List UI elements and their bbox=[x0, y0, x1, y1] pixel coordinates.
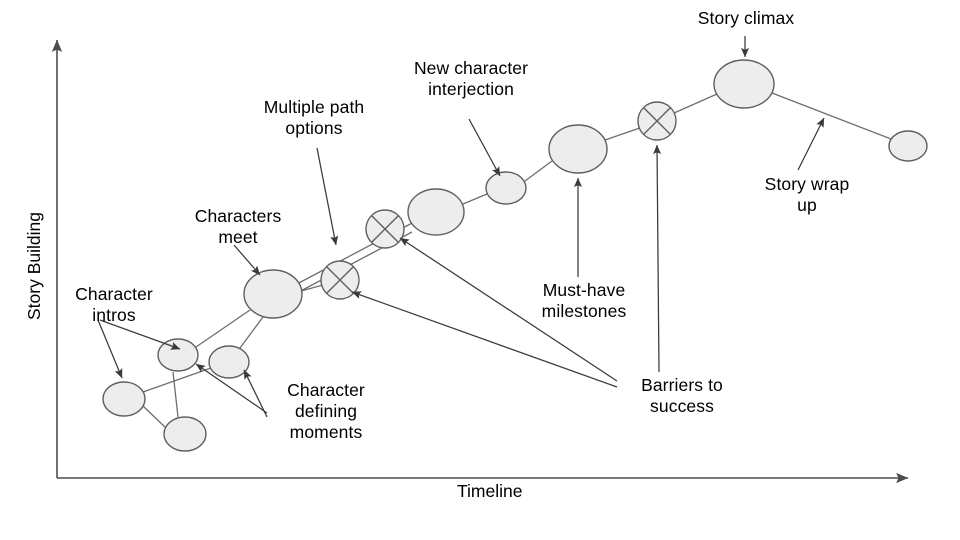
cross-icon bbox=[371, 215, 399, 243]
leader-barriers-to-success-low bbox=[351, 291, 618, 388]
label-characters-meet: Characters meet bbox=[194, 206, 282, 247]
edge-intro-a-to-intro-d bbox=[142, 405, 167, 429]
leader-character-defining-moments-1 bbox=[195, 363, 268, 414]
label-character-intros: Character intros bbox=[75, 284, 153, 325]
cross-icon bbox=[643, 107, 671, 135]
label-new-character-interjection: New character interjection bbox=[413, 58, 529, 99]
label-story-climax: Story climax bbox=[697, 8, 795, 28]
edge-climax-to-wrapup bbox=[771, 92, 892, 140]
node-intro-c[interactable] bbox=[208, 345, 250, 379]
node-intro-a[interactable] bbox=[102, 381, 146, 417]
node-intro-d[interactable] bbox=[163, 416, 207, 452]
edges-group bbox=[142, 92, 892, 429]
leader-barriers-to-success-top bbox=[653, 144, 662, 373]
node-barrier-mid[interactable] bbox=[365, 209, 405, 249]
label-story-wrap-up: Story wrap up bbox=[764, 174, 850, 215]
leader-story-wrap-up bbox=[797, 117, 825, 171]
node-barrier-low[interactable] bbox=[320, 260, 360, 300]
node-barrier-top[interactable] bbox=[637, 101, 677, 141]
edge-intro-c-to-meet-hub bbox=[239, 316, 264, 349]
label-multiple-path-options: Multiple path options bbox=[263, 97, 365, 138]
label-must-have-milestones: Must-have milestones bbox=[541, 280, 627, 321]
edge-barrier-top-to-climax bbox=[673, 93, 718, 114]
nodes-group bbox=[102, 59, 928, 452]
axes-group bbox=[51, 39, 909, 484]
edge-newchar-to-milestone2 bbox=[524, 160, 553, 182]
y-axis-label: Story Building bbox=[24, 212, 44, 320]
leader-multiple-path-options bbox=[316, 147, 339, 246]
node-characters-meet-hub[interactable] bbox=[243, 269, 303, 319]
cross-icon bbox=[326, 266, 354, 294]
node-milestone-1[interactable] bbox=[407, 188, 465, 236]
node-intro-b[interactable] bbox=[157, 338, 199, 372]
node-story-wrap-up[interactable] bbox=[888, 130, 928, 162]
label-barriers-to-success: Barriers to success bbox=[641, 375, 723, 416]
x-axis-label: Timeline bbox=[457, 481, 523, 501]
leader-new-character-interjection bbox=[468, 118, 501, 177]
node-story-climax[interactable] bbox=[713, 59, 775, 109]
leader-character-intros-2 bbox=[99, 319, 181, 350]
edge-milestone1-to-newchar bbox=[462, 193, 488, 205]
edge-intro-d-to-intro-b bbox=[172, 371, 179, 418]
edge-milestone2-to-barrier-top bbox=[604, 127, 641, 141]
label-character-defining-moments: Character defining moments bbox=[287, 380, 365, 442]
leader-character-defining-moments-2 bbox=[243, 369, 268, 418]
node-new-character[interactable] bbox=[485, 171, 527, 205]
edge-intro-b-to-meet-hub bbox=[195, 309, 251, 348]
leader-character-intros-1 bbox=[97, 319, 123, 379]
leader-barriers-to-success-mid bbox=[399, 237, 618, 382]
leader-lines-group bbox=[97, 36, 825, 418]
leader-characters-meet bbox=[233, 244, 261, 276]
edge-hub-to-barrier-low bbox=[300, 284, 324, 292]
node-milestone-2[interactable] bbox=[548, 124, 608, 174]
